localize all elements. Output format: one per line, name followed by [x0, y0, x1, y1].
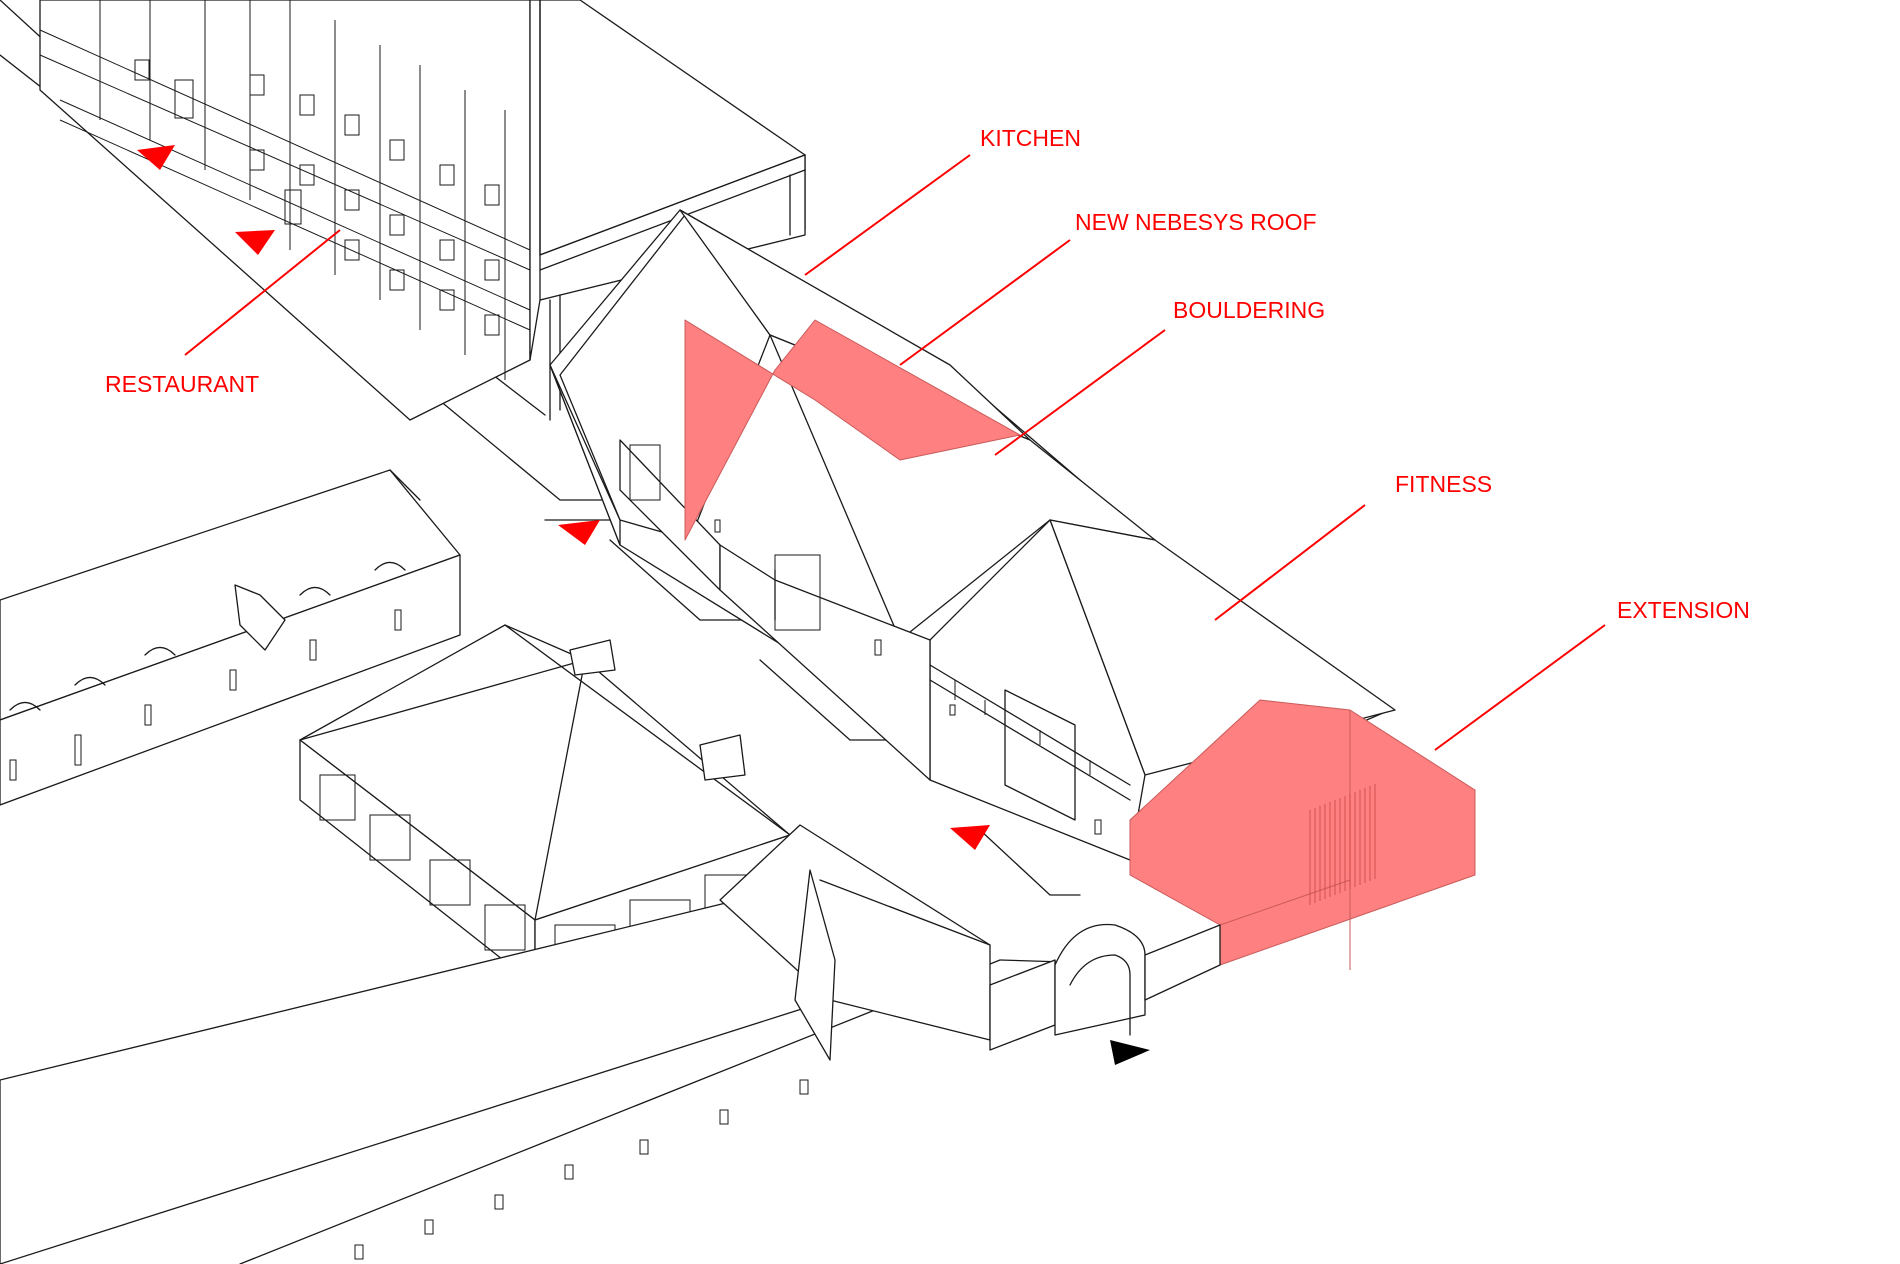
- main-entrance-triangle-marker-icon: [1110, 1040, 1150, 1065]
- new-nebesys-roof-label: NEW NEBESYS ROOF: [1075, 209, 1317, 235]
- triangle-marker-icon: [235, 230, 275, 255]
- left-dormer-hall: [0, 469, 461, 806]
- highlight-regions: [684, 319, 1476, 970]
- kitchen-label: KITCHEN: [980, 125, 1081, 151]
- leader-lines: [184, 154, 1606, 751]
- triangle-marker-icon: [137, 145, 175, 170]
- triangle-marker-icon: [558, 520, 600, 545]
- entrance-gate: [989, 923, 1221, 1051]
- triangle-marker-icon: [950, 825, 990, 850]
- extension-region: [1129, 699, 1476, 966]
- bottom-long-building: [0, 824, 991, 1264]
- new-nebesys-roof-region: [684, 319, 1021, 541]
- extension-label: EXTENSION: [1617, 597, 1750, 623]
- entrance-markers: [137, 145, 1150, 1065]
- bouldering-label: BOULDERING: [1173, 297, 1325, 323]
- fitness-label: FITNESS: [1395, 471, 1492, 497]
- labels: KITCHEN NEW NEBESYS ROOF BOULDERING FITN…: [105, 125, 1750, 623]
- extension-louvre-pattern: [1309, 784, 1376, 905]
- restaurant-label: RESTAURANT: [105, 371, 259, 397]
